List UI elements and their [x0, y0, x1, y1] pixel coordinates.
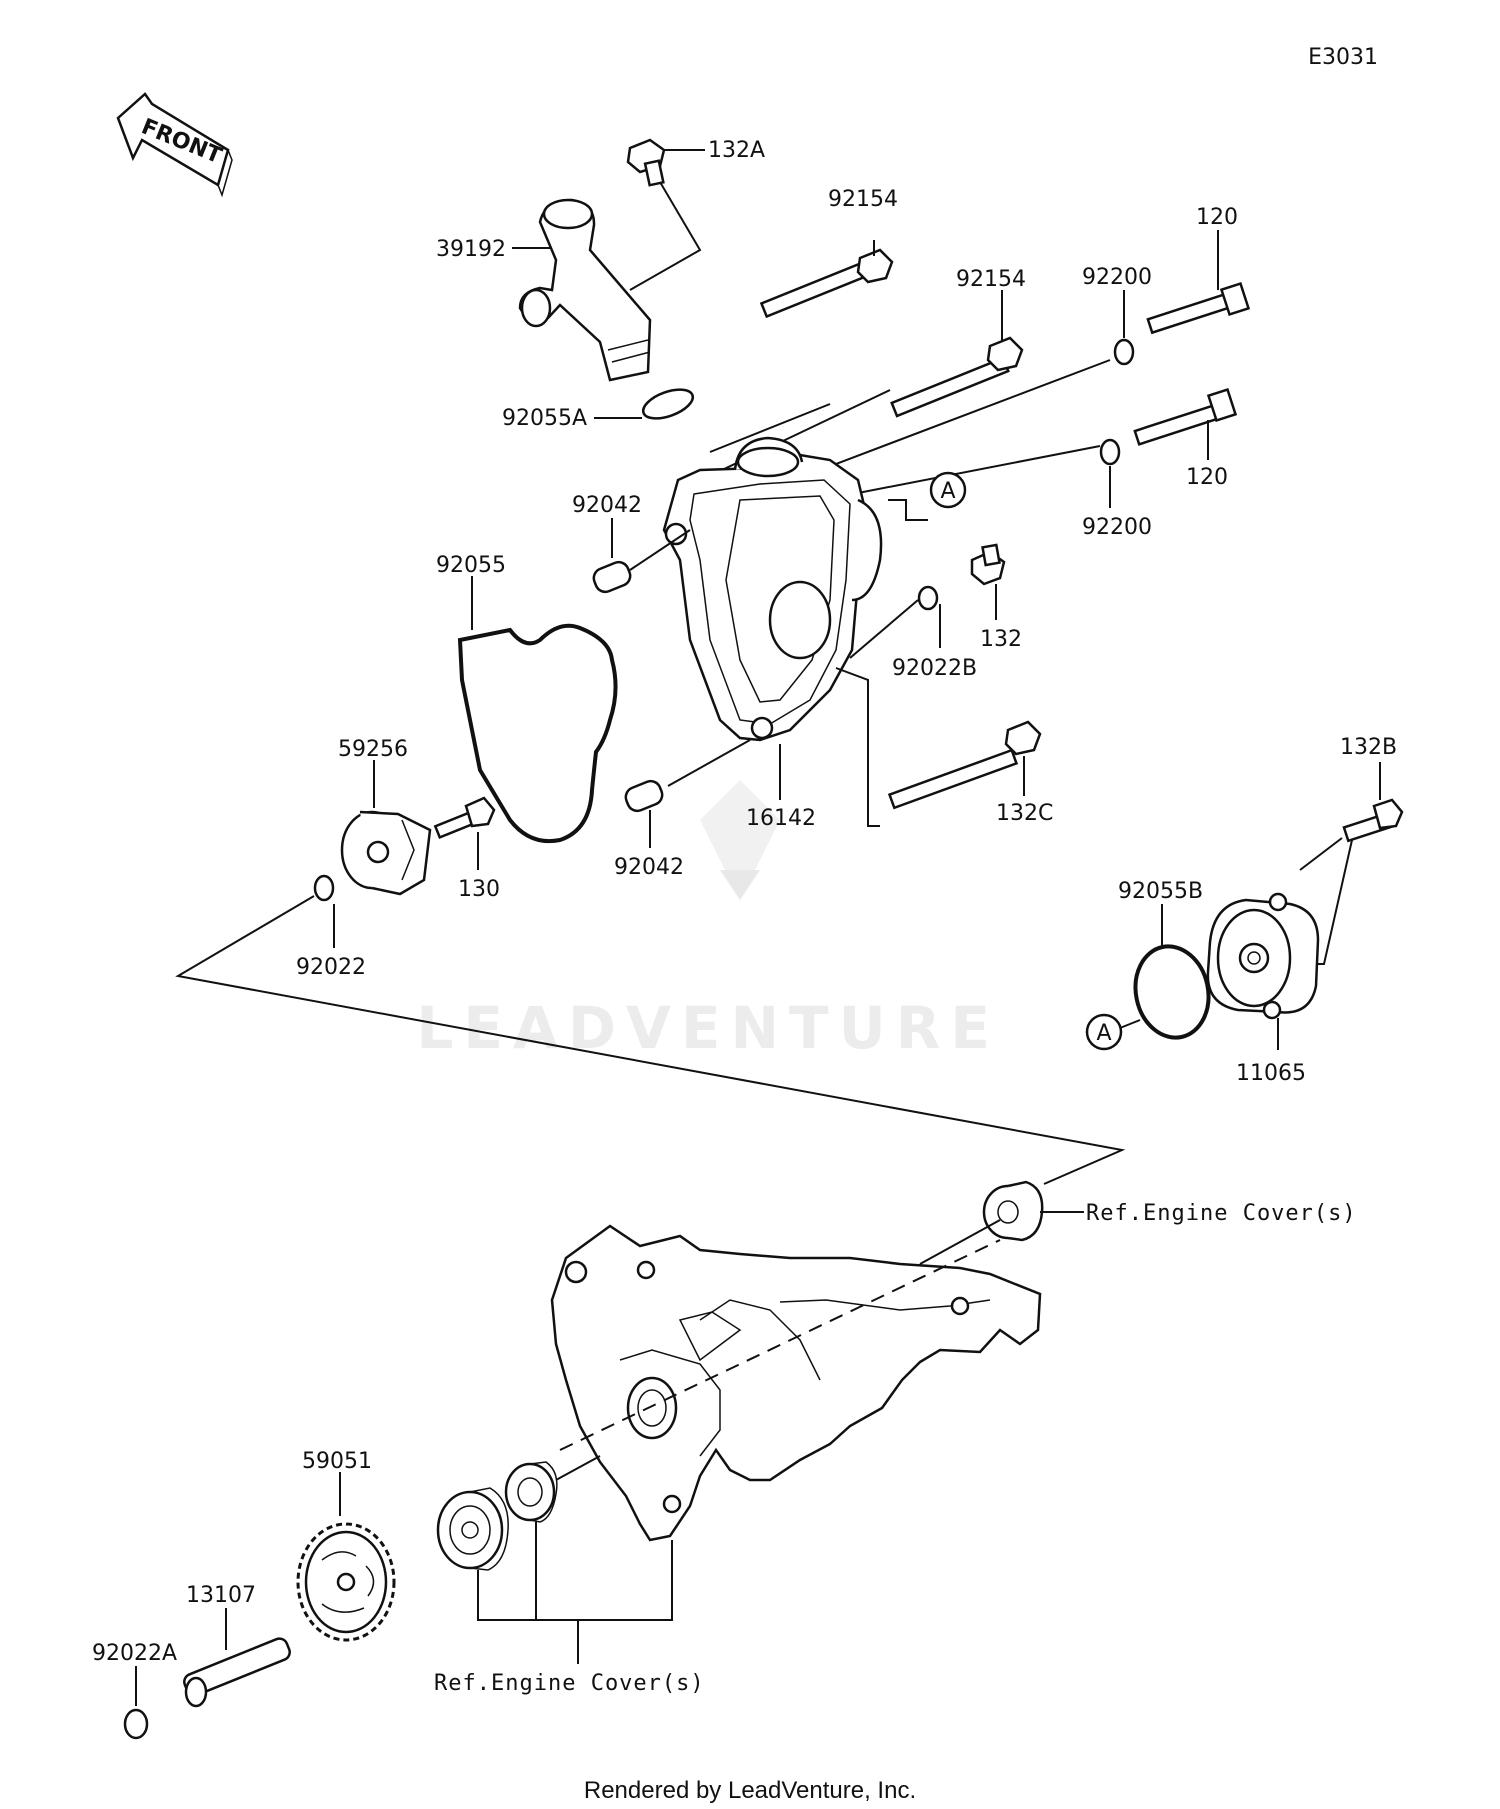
- cover-11065: [1206, 892, 1320, 1020]
- bearing-ref-engine-cover: [436, 1487, 509, 1571]
- washer-92022: [313, 874, 335, 902]
- washer-92022A: [123, 1708, 149, 1740]
- label-92022A: 92022A: [92, 1641, 177, 1666]
- bolt-120-upper: [1146, 281, 1251, 335]
- bolt-130: [433, 796, 496, 840]
- label-59051: 59051: [302, 1449, 372, 1474]
- bolt-132C: [887, 720, 1042, 810]
- label-92154-upper: 92154: [828, 187, 898, 212]
- bolt-120-lower: [1133, 387, 1238, 446]
- gasket-92055: [457, 623, 618, 843]
- pump-cover-16142: [662, 436, 883, 742]
- oil-seal-ref-engine-cover: [504, 1461, 558, 1523]
- diagram-code: E3031: [1308, 45, 1378, 70]
- water-pipe-39192: [518, 198, 652, 382]
- watermark: LEADVENTURE: [416, 780, 1000, 1062]
- callout-a-upper-label: A: [940, 479, 955, 504]
- washer-92200-lower: [1099, 438, 1121, 466]
- label-132A: 132A: [708, 138, 765, 163]
- shaft-13107: [183, 1637, 291, 1708]
- label-120-upper: 120: [1196, 205, 1238, 230]
- label-11065: 11065: [1236, 1061, 1306, 1086]
- bolt-92154-lower: [890, 336, 1024, 418]
- label-13107: 13107: [186, 1583, 256, 1608]
- seal-ref-engine-cover: [982, 1180, 1044, 1242]
- label-16142: 16142: [746, 806, 816, 831]
- bolt-132B: [1342, 798, 1404, 843]
- label-92055B: 92055B: [1118, 879, 1203, 904]
- bolt-92154-upper: [759, 248, 894, 319]
- bolt-132: [970, 543, 1006, 586]
- footer-credit: Rendered by LeadVenture, Inc.: [584, 1777, 916, 1804]
- engine-cover: [550, 1224, 1042, 1542]
- washer-92200-upper: [1113, 338, 1135, 366]
- label-132B: 132B: [1340, 735, 1397, 760]
- label-92055: 92055: [436, 553, 506, 578]
- label-132C: 132C: [996, 801, 1053, 826]
- label-59256: 59256: [338, 737, 408, 762]
- o-ring-92055B: [1133, 944, 1211, 1040]
- washer-92022B: [917, 585, 939, 611]
- callout-a-lower: [1085, 1013, 1123, 1051]
- ref-engine-cover-bottom: Ref.Engine Cover(s): [434, 1671, 705, 1696]
- label-132: 132: [980, 627, 1022, 652]
- callout-a-upper: [929, 471, 967, 509]
- watermark-text: LEADVENTURE: [416, 994, 1000, 1062]
- label-92200-lower: 92200: [1082, 515, 1152, 540]
- label-120-lower: 120: [1186, 465, 1228, 490]
- front-direction-arrow: FRONT: [116, 92, 233, 198]
- label-92042-upper: 92042: [572, 493, 642, 518]
- label-39192: 39192: [436, 237, 506, 262]
- dowel-92042-lower: [624, 779, 664, 813]
- callout-a-lower-label: A: [1096, 1021, 1111, 1046]
- o-ring-92055A: [641, 388, 695, 420]
- dowel-92042-upper: [592, 560, 632, 594]
- label-92154-lower: 92154: [956, 267, 1026, 292]
- ref-engine-cover-right: Ref.Engine Cover(s): [1086, 1201, 1357, 1226]
- label-92055A: 92055A: [502, 406, 587, 431]
- label-130: 130: [458, 877, 500, 902]
- label-92022B: 92022B: [892, 656, 977, 681]
- label-92022: 92022: [296, 955, 366, 980]
- bolt-132A: [626, 138, 666, 187]
- label-92042-lower: 92042: [614, 855, 684, 880]
- impeller-59256: [340, 810, 432, 896]
- label-92200-upper: 92200: [1082, 265, 1152, 290]
- gear-59051: [296, 1522, 396, 1642]
